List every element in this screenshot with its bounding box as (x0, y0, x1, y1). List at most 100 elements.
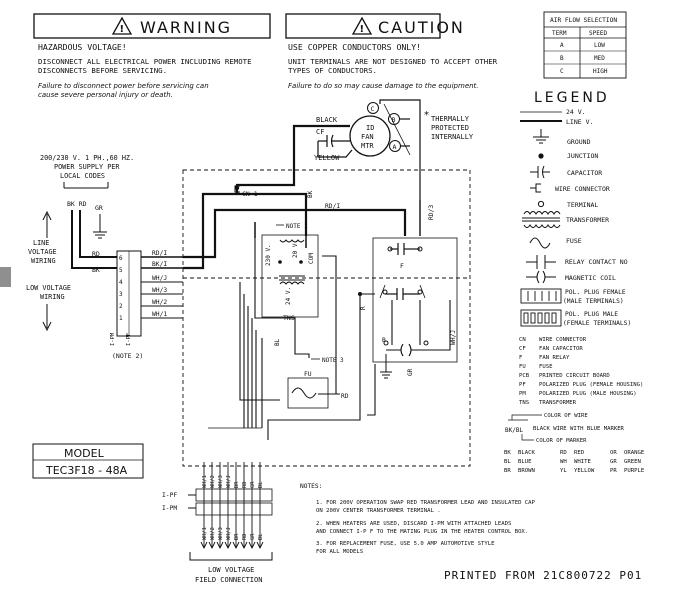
term-wire-label: WH/2 (152, 299, 167, 306)
field-caption-2: FIELD CONNECTION (195, 576, 262, 584)
svg-text:!: ! (360, 24, 365, 35)
magnetic-coil-icon (526, 270, 556, 284)
caution-block: ! CAUTION USE COPPER CONDUCTORS ONLY! UN… (285, 13, 498, 90)
color-name: BROWN (518, 468, 535, 474)
ground-icon (380, 354, 392, 379)
airflow-term-c: C (560, 68, 564, 75)
fan-motor: ID FAN MTR C B A * THERMALLY PROTECTED I… (292, 99, 474, 200)
legend-plug-female-1: POL. PLUG FEMALE (565, 289, 626, 296)
relay-contact-icon (390, 243, 420, 255)
motor-cf: CF (316, 128, 324, 136)
term-note-2: (NOTE 2) (112, 352, 143, 360)
line-voltage-2: VOLTAGE (28, 248, 57, 256)
supply-line-2: POWER SUPPLY PER (54, 163, 120, 171)
airflow-header-speed: SPEED (589, 30, 607, 37)
supply-rd: RD (92, 250, 100, 258)
note-line: AND CONNECT I-P F TO THE MATING PLUG IN … (316, 529, 528, 535)
field-wire-top: GR (250, 481, 256, 488)
enclosure-outline (182, 169, 471, 467)
field-wire-top: BL (258, 482, 264, 488)
term-wire-label: WH/3 (152, 287, 167, 294)
color-code: RD (560, 450, 567, 456)
term-num: 6 (119, 255, 123, 262)
model-block: MODEL TEC3F18 - 48A (32, 443, 144, 479)
abbrev-desc: WIRE CONNECTOR (539, 337, 587, 343)
color-code: OR (610, 450, 617, 456)
airflow-speed-high: HIGH (593, 68, 608, 75)
wire-code-label: BK/BL (505, 427, 523, 434)
field-caption-1: LOW VOLTAGE (208, 566, 254, 574)
warning-line-3: Failure to disconnect power before servi… (38, 82, 209, 90)
field-wire-bottom: WH/2 (210, 527, 216, 540)
color-code: BL (504, 459, 511, 465)
term-wire-label: WH/J (152, 275, 167, 282)
motor-tap-b-label: B (392, 116, 396, 124)
warning-title-box (33, 13, 271, 39)
wire-connector-icon (530, 183, 541, 193)
airflow-title: AIR FLOW SELECTION (550, 17, 617, 24)
plug-male-icon (195, 502, 273, 516)
wire-connector-icon (234, 185, 240, 193)
color-name: RED (574, 450, 585, 456)
tns-20v: 20 V. (292, 240, 299, 258)
power-supply-block: 200/230 V. 1 PH.,60 HZ. POWER SUPPLY PER… (26, 154, 183, 360)
legend-junction: JUNCTION (567, 152, 598, 160)
note-line: 2. WHEN HEATERS ARE USED, DISCARD I-PM W… (316, 521, 511, 527)
notes: NOTES: 1. FOR 200V OPERATION SWAP RED TR… (300, 483, 536, 555)
abbrev-code: PM (519, 391, 526, 397)
relay-contact-icon (385, 288, 420, 300)
abbrev-desc: POLARIZED PLUG (FEMALE HOUSING) (539, 382, 643, 388)
field-wire-bottom: BL (258, 534, 264, 540)
transformer-icon (279, 239, 305, 285)
term-wire-label: WH/1 (152, 311, 167, 318)
field-wire-bottom: BR (234, 533, 240, 540)
caution-line-1: UNIT TERMINALS ARE NOT DESIGNED TO ACCEP… (288, 57, 498, 66)
note-line: 1. FOR 200V OPERATION SWAP RED TRANSFORM… (316, 500, 536, 506)
rd1-wire-label: RD/I (325, 203, 340, 210)
legend: LEGEND 24 V. LINE V. GROUND JUNCTION CAP… (504, 90, 645, 474)
note-line: 3. FOR REPLACEMENT FUSE, USE 5.0 AMP AUT… (316, 541, 495, 547)
wire-code-color-of-marker: COLOR OF MARKER (536, 438, 587, 444)
abbrev-desc: POLARIZED PLUG (MALE HOUSING) (539, 391, 637, 397)
ground-icon (93, 214, 107, 239)
printed-from: PRINTED FROM 21C800722 P01 (444, 569, 642, 582)
tns-24v: 24 V. (285, 287, 292, 305)
motor-tap-c-label: C (371, 105, 375, 113)
fuse: NOTE 3 FU RD (287, 357, 349, 409)
legend-24v: 24 V. (566, 108, 586, 116)
fan-relay-f: F (400, 262, 404, 270)
notes-title: NOTES: (300, 483, 322, 490)
page-tab-marker (0, 267, 11, 287)
field-wire-top: BR (234, 481, 240, 488)
legend-plug-male-1: POL. PLUG MALE (565, 311, 618, 318)
wire-code-explainer: COLOR OF WIRE BK/BL BLACK WIRE WITH BLUE… (505, 413, 625, 444)
caution-line-3: Failure to do so may cause damage to the… (288, 82, 479, 90)
field-wire-bottom: WH/1 (202, 527, 208, 540)
legend-ground: GROUND (567, 138, 591, 146)
color-name: PURPLE (624, 468, 645, 474)
supply-wires: BK RD (67, 200, 87, 208)
legend-plug-male-2: (FEMALE TERMINALS) (563, 320, 631, 327)
line-voltage-1: LINE (33, 239, 49, 247)
fuse-icon (529, 237, 551, 249)
field-wire-top: WH/J (226, 475, 232, 488)
model-label: MODEL (64, 447, 105, 460)
note-line: ON 200V CENTER TRANSFORMER TERMINAL . (316, 508, 441, 514)
abbrev-desc: FAN RELAY (539, 355, 570, 361)
color-name: ORANGE (624, 450, 645, 456)
model-value: TEC3F18 - 48A (45, 464, 128, 477)
motor-tap-a-label: A (393, 143, 397, 151)
magnetic-coil-icon (400, 343, 412, 357)
low-voltage-1: LOW VOLTAGE (26, 284, 71, 292)
supply-line-1: 200/230 V. 1 PH.,60 HZ. (40, 154, 134, 162)
abbrev-code: CF (519, 346, 526, 352)
thermal-2: PROTECTED (431, 124, 469, 132)
capacitor-icon (317, 134, 350, 152)
abbrev-code: PCB (519, 373, 530, 379)
legend-title: LEGEND (534, 90, 610, 106)
plug-female-icon (520, 288, 562, 304)
relay-b-terminal: B (382, 337, 386, 344)
motor-black-wire: BLACK (316, 116, 338, 124)
field-wire-top: WH/2 (210, 475, 216, 488)
airflow-speed-med: MED (594, 55, 605, 62)
